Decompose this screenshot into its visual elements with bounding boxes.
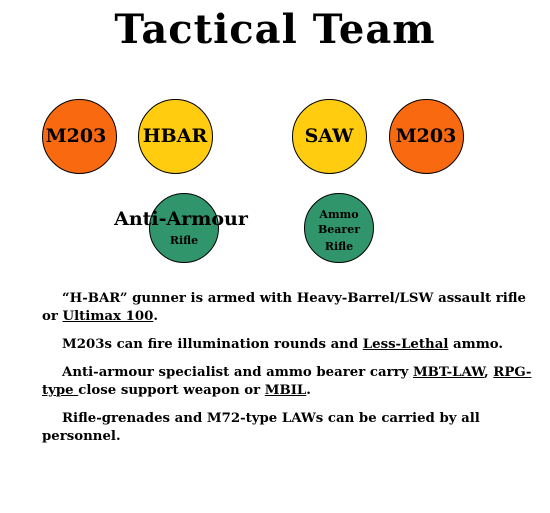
less-lethal-link[interactable]: Less-Lethal (362, 337, 449, 352)
hbar-label: HBAR (142, 125, 208, 147)
mbt-law-link[interactable]: MBT-LAW (412, 365, 484, 380)
bearer-label: Bearer (317, 223, 360, 236)
mbil-link[interactable]: MBIL (264, 383, 307, 398)
anti-armour-circle (149, 193, 219, 263)
m203-left-label: M203 (45, 125, 107, 147)
ammo-bearer-circle (304, 193, 374, 263)
note-anti-armour: Anti-armour specialist and ammo bearer c… (42, 365, 532, 398)
ultimax-link[interactable]: Ultimax 100 (62, 309, 154, 324)
note-hbar: “H-BAR” gunner is armed with Heavy-Barre… (42, 291, 526, 324)
saw-circle (292, 99, 367, 174)
note-rifle-grenades: Rifle-grenades and M72-type LAWs can be … (42, 411, 480, 444)
note-m203: M203s can fire illumination rounds and L… (62, 337, 504, 352)
m203-right-circle (389, 99, 464, 174)
m203-left-circle (42, 99, 117, 174)
rpg-type-link[interactable]: RPG-type (42, 365, 532, 398)
ammo-label: Ammo (319, 208, 359, 221)
notes: “H-BAR” gunner is armed with Heavy-Barre… (42, 290, 537, 456)
anti-armour-label: Anti-Armour (114, 208, 248, 230)
ammo-rifle-label: Rifle (324, 240, 354, 253)
m203-right-label: M203 (395, 125, 457, 147)
page-title: Tactical Team (114, 6, 436, 53)
saw-label: SAW (304, 125, 354, 147)
hbar-circle (138, 99, 213, 174)
anti-armour-rifle-label: Rifle (169, 234, 199, 247)
